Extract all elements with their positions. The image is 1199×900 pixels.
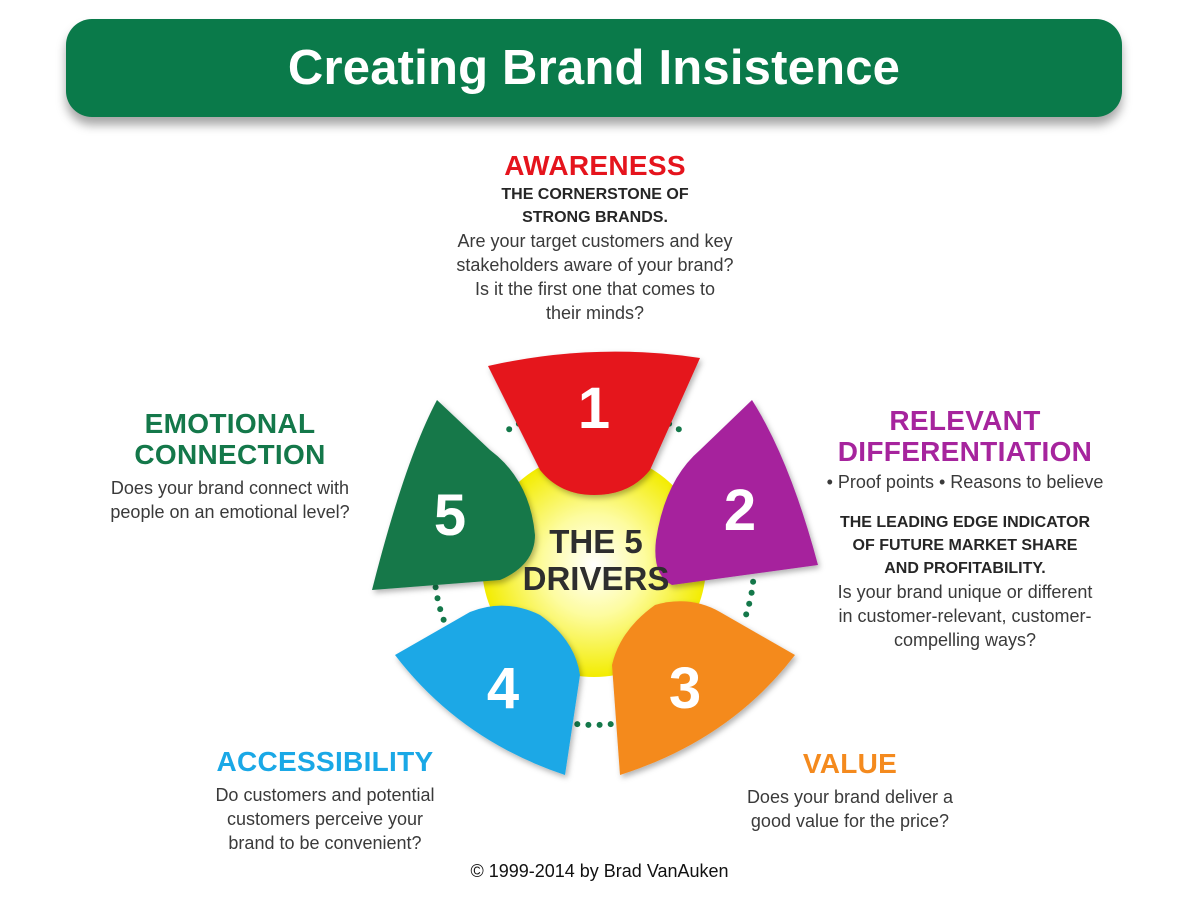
driver-text-emotional-connection: EMOTIONAL CONNECTION Does your brand con… [90, 408, 370, 524]
value-heading: VALUE [802, 748, 898, 779]
connector-dot [437, 606, 444, 613]
relevant-bullets: • Proof points • Reasons to believe [826, 472, 1104, 492]
relevant-body-line-3: compelling ways? [893, 630, 1037, 650]
relevant-subtitle-line-3: AND PROFITABILITY. [884, 560, 1046, 577]
driver-shape-5: 5 [372, 400, 535, 590]
driver-shape-1: 1 [488, 351, 700, 495]
driver-shape-2: 2 [655, 400, 818, 585]
center-label-line-2: DRIVERS [523, 560, 670, 597]
awareness-body-line-3: Is it the first one that comes to [474, 279, 716, 299]
driver-shape-4: 4 [395, 605, 580, 775]
connector-dot [432, 584, 439, 591]
awareness-subtitle-line-2: STRONG BRANDS. [522, 209, 668, 226]
title-banner: Creating Brand Insistence [66, 19, 1122, 117]
copyright-notice: © 1999-2014 by Brad VanAuken [470, 861, 729, 881]
relevant-body-line-1: Is your brand unique or different [837, 582, 1093, 602]
awareness-body-line-1: Are your target customers and key [457, 231, 733, 251]
driver-text-awareness: AWARENESS THE CORNERSTONE OF STRONG BRAN… [410, 150, 780, 325]
driver-text-accessibility: ACCESSIBILITY Do customers and potential… [190, 746, 460, 855]
page-title: Creating Brand Insistence [287, 41, 901, 95]
driver-number-1: 1 [578, 376, 610, 441]
connector-dot [750, 578, 757, 585]
driver-number-5: 5 [434, 483, 466, 548]
connector-dot [607, 721, 614, 728]
accessibility-body-line-3: brand to be convenient? [228, 833, 422, 853]
value-body-line-1: Does your brand deliver a [746, 787, 954, 807]
awareness-heading: AWARENESS [504, 150, 686, 181]
driver-number-2: 2 [724, 478, 756, 543]
connector-dot [746, 600, 753, 607]
accessibility-body-line-1: Do customers and potential [215, 785, 435, 805]
driver-number-4: 4 [487, 656, 519, 721]
accessibility-heading: ACCESSIBILITY [216, 746, 434, 777]
connector-dot [743, 611, 750, 618]
connector-dot [596, 721, 603, 728]
connector-dot [506, 426, 513, 433]
awareness-body-line-2: stakeholders aware of your brand? [456, 255, 734, 275]
connector-dot [748, 589, 755, 596]
center-label-line-1: THE 5 [549, 523, 643, 560]
driver-shape-3: 3 [612, 601, 795, 775]
awareness-body-line-4: their minds? [545, 303, 645, 323]
connector-dot [434, 595, 441, 602]
connector-dot [675, 426, 682, 433]
emotional-heading-line-2: CONNECTION [134, 439, 326, 470]
relevant-body-line-2: in customer-relevant, customer- [838, 606, 1092, 626]
awareness-subtitle-line-1: THE CORNERSTONE OF [501, 186, 689, 203]
emotional-heading-line-1: EMOTIONAL [144, 408, 316, 439]
driver-number-3: 3 [669, 656, 701, 721]
relevant-heading-line-1: RELEVANT [889, 405, 1041, 436]
relevant-heading-line-2: DIFFERENTIATION [837, 436, 1093, 467]
emotional-body-line-1: Does your brand connect with [110, 478, 350, 498]
connector-dot [574, 721, 581, 728]
connector-dot [585, 721, 592, 728]
emotional-body-line-2: people on an emotional level? [110, 502, 350, 522]
relevant-subtitle-line-1: THE LEADING EDGE INDICATOR [839, 514, 1091, 531]
accessibility-body-line-2: customers perceive your [226, 809, 424, 829]
driver-text-value: VALUE Does your brand deliver a good val… [700, 748, 1000, 833]
driver-text-relevant-differentiation: RELEVANT DIFFERENTIATION • Proof points … [815, 405, 1115, 652]
value-body-line-2: good value for the price? [750, 811, 950, 831]
connector-dot [440, 616, 447, 623]
relevant-subtitle-line-2: OF FUTURE MARKET SHARE [852, 537, 1078, 554]
